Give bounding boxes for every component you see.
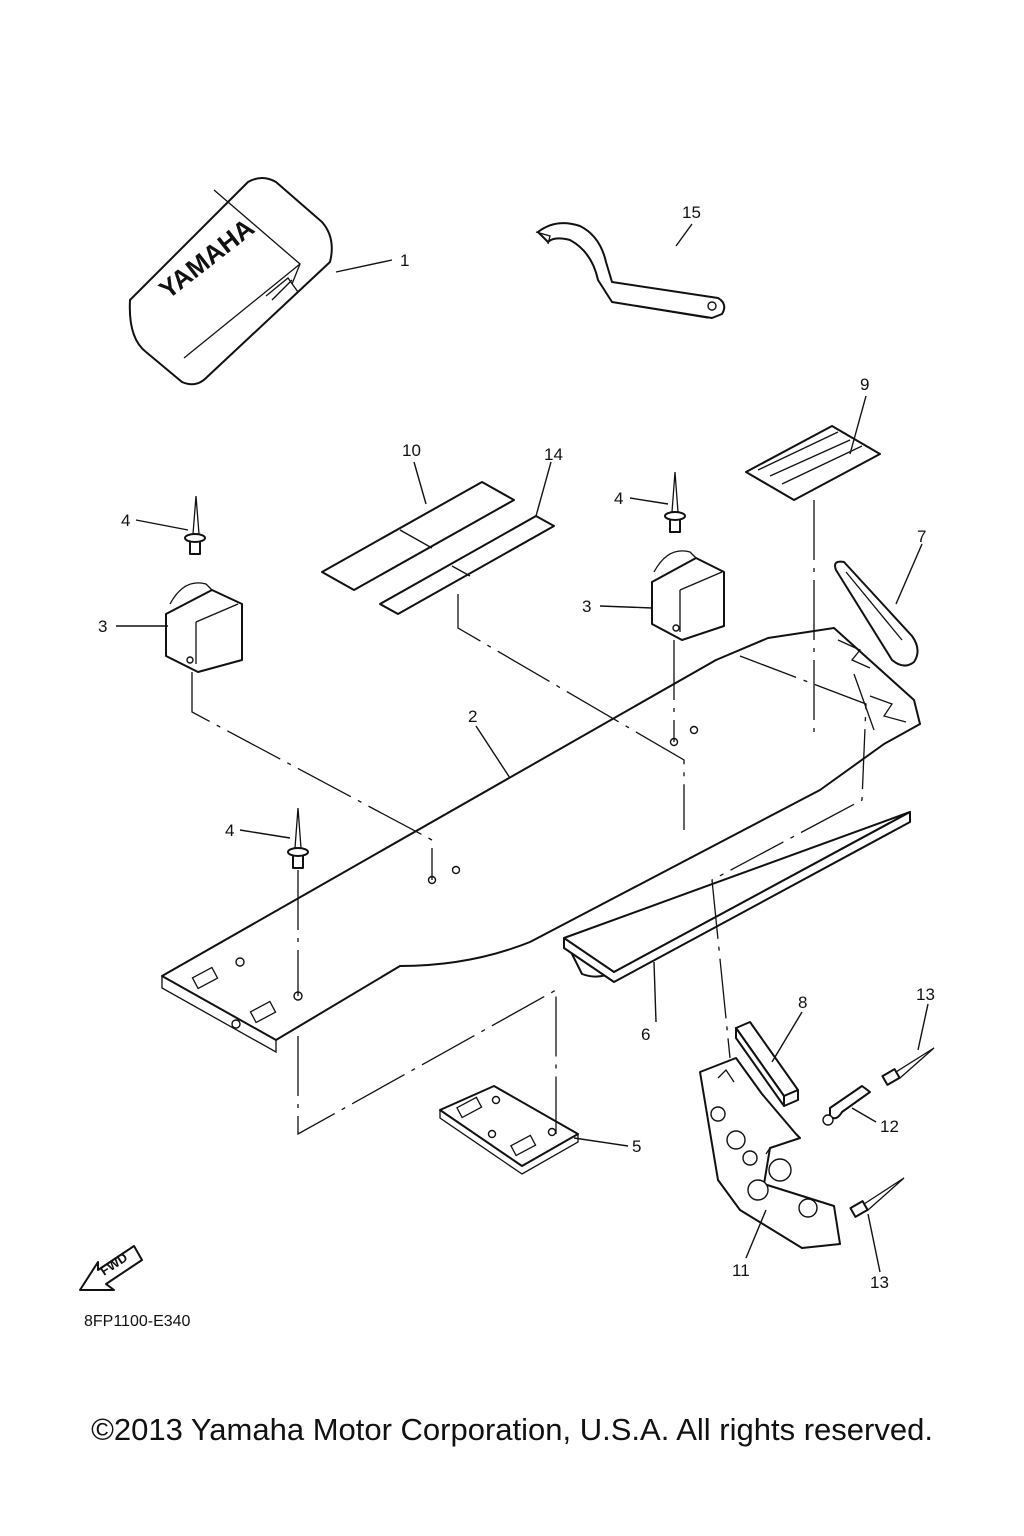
fwd-arrow-icon: FWD <box>79 1245 143 1291</box>
callout-13b: 13 <box>870 1273 889 1292</box>
seal-7 <box>834 560 919 667</box>
callout-5: 5 <box>632 1137 641 1156</box>
clip-right <box>651 550 725 641</box>
callout-10: 10 <box>402 441 421 460</box>
rivet-13-bottom <box>849 1177 905 1218</box>
callout-4c: 4 <box>225 821 234 840</box>
callout-14: 14 <box>544 445 563 464</box>
callout-9: 9 <box>860 375 869 394</box>
rivet-b <box>664 471 686 533</box>
callout-12: 12 <box>880 1117 899 1136</box>
rivet-13-top <box>881 1047 935 1086</box>
callout-2: 2 <box>468 707 477 726</box>
callout-13a: 13 <box>916 985 935 1004</box>
rivet-a <box>184 495 206 555</box>
bracket-11 <box>699 1057 841 1249</box>
plate-5 <box>439 1085 579 1175</box>
callout-1: 1 <box>400 251 409 270</box>
callout-8: 8 <box>798 993 807 1012</box>
clip-left <box>165 582 243 673</box>
copyright-notice: ©2013 Yamaha Motor Corporation, U.S.A. A… <box>91 1412 933 1447</box>
leader-lines <box>116 223 929 1273</box>
callout-4a: 4 <box>121 511 130 530</box>
block-8 <box>735 1021 799 1107</box>
label-10 <box>321 481 515 591</box>
label-14 <box>379 515 555 615</box>
spanner-wrench <box>535 222 726 319</box>
diagram-ref-code: 8FP1100-E340 <box>84 1313 191 1330</box>
main-plate <box>161 627 921 1054</box>
callout-11: 11 <box>732 1261 750 1280</box>
callout-7: 7 <box>917 527 926 546</box>
clip-12 <box>822 1085 871 1126</box>
sticker-9 <box>745 425 881 501</box>
rivet-c <box>287 807 309 869</box>
assembly-lines <box>191 500 875 1136</box>
callout-4b: 4 <box>614 489 623 508</box>
callout-15: 15 <box>682 203 701 222</box>
callout-3b: 3 <box>582 597 591 616</box>
callout-numbers: 1 2 3 3 4 4 4 5 6 7 8 9 10 11 12 13 13 1… <box>98 203 935 1292</box>
callout-3a: 3 <box>98 617 107 636</box>
tool-case: YAMAHA <box>128 177 333 386</box>
callout-6: 6 <box>641 1025 650 1044</box>
